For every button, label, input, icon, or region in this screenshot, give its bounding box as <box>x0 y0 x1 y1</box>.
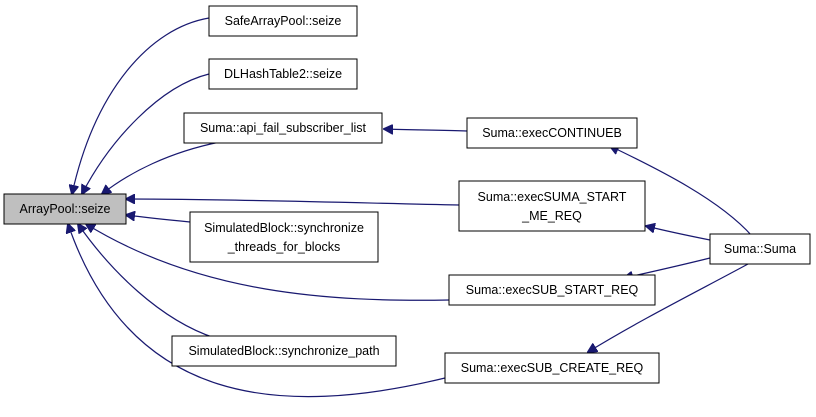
edge-exec-suma-start-to-array-pool <box>126 199 460 206</box>
node-label: SimulatedBlock::synchronize_path <box>188 344 379 358</box>
edge-sync-path-to-array-pool <box>78 224 216 339</box>
node-label-line-2: _threads_for_blocks <box>227 240 341 254</box>
node-suma-api-fail-subscriber-list[interactable]: Suma::api_fail_subscriber_list <box>183 112 383 144</box>
node-array-pool-seize[interactable]: ArrayPool::seize <box>3 193 127 225</box>
node-suma-exec-continueb[interactable]: Suma::execCONTINUEB <box>466 117 638 149</box>
node-label: ArrayPool::seize <box>19 202 110 216</box>
edge-exec-sub-start-to-array-pool <box>86 224 450 301</box>
node-suma-exec-sub-create-req[interactable]: Suma::execSUB_CREATE_REQ <box>444 352 660 384</box>
edge-safe-array-pool-to-array-pool <box>72 17 210 194</box>
edges <box>68 17 753 398</box>
edge-dlhashtable2-to-array-pool <box>82 73 210 194</box>
node-suma-suma[interactable]: Suma::Suma <box>709 233 811 265</box>
node-label: SafeArrayPool::seize <box>225 14 342 28</box>
edge-exec-continueb-to-api-fail <box>384 129 468 131</box>
edge-api-fail-to-array-pool <box>102 141 221 194</box>
node-dlhashtable2-seize[interactable]: DLHashTable2::seize <box>208 58 358 90</box>
edge-suma-to-exec-suma-start <box>646 226 711 241</box>
node-simulated-block-synchronize-path[interactable]: SimulatedBlock::synchronize_path <box>171 335 397 367</box>
edge-suma-to-exec-continueb <box>610 146 753 237</box>
node-label: Suma::execSUB_START_REQ <box>466 283 639 297</box>
node-label-line-1: SimulatedBlock::synchronize <box>204 221 364 235</box>
node-label-line-2: _ME_REQ <box>521 209 582 223</box>
node-label: Suma::Suma <box>724 242 796 256</box>
edge-sync-threads-to-array-pool <box>126 215 191 223</box>
edge-suma-to-exec-sub-create <box>588 263 749 352</box>
node-safe-array-pool-seize[interactable]: SafeArrayPool::seize <box>208 5 358 37</box>
node-label: Suma::execCONTINUEB <box>482 126 622 140</box>
node-label: DLHashTable2::seize <box>224 67 342 81</box>
node-label: Suma::api_fail_subscriber_list <box>200 121 367 135</box>
node-label-line-1: Suma::execSUMA_START <box>478 190 627 204</box>
node-label: Suma::execSUB_CREATE_REQ <box>461 361 644 375</box>
node-simulated-block-synchronize-threads-for-blocks[interactable]: SimulatedBlock::synchronize _threads_for… <box>189 211 379 263</box>
node-suma-exec-suma-start-me-req[interactable]: Suma::execSUMA_START _ME_REQ <box>458 180 646 232</box>
node-suma-exec-sub-start-req[interactable]: Suma::execSUB_START_REQ <box>448 274 656 306</box>
edge-exec-sub-create-to-array-pool <box>68 224 446 398</box>
